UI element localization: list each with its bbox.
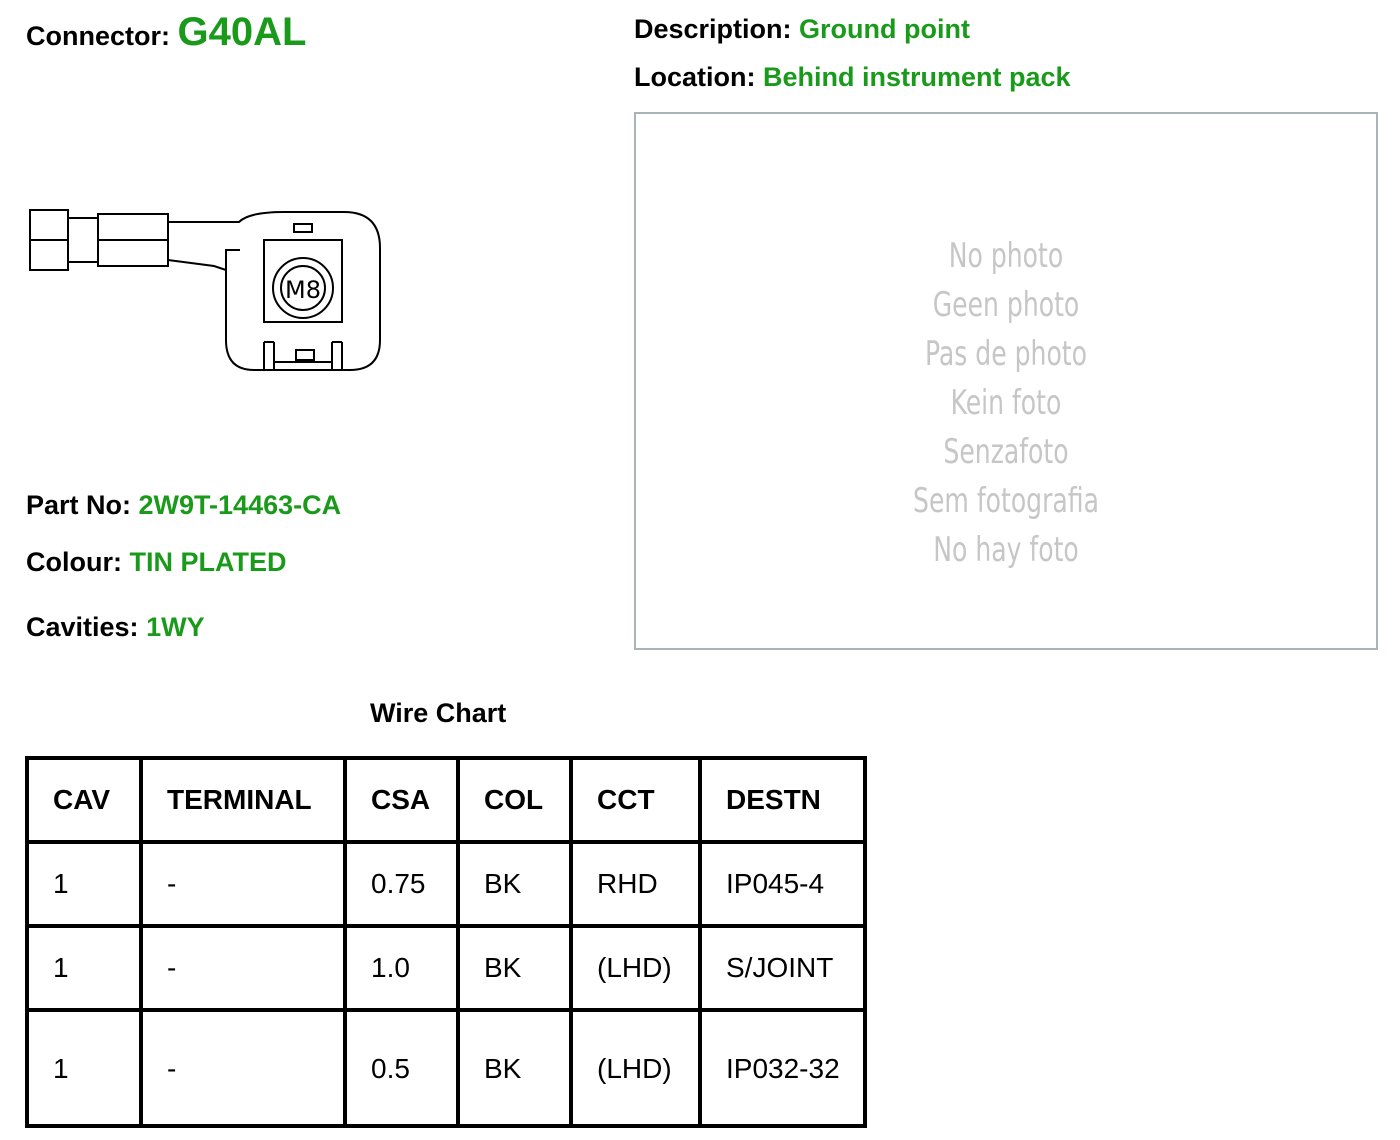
part-number-label: Part No: xyxy=(26,490,132,520)
cell-terminal: - xyxy=(139,924,347,1012)
stud-ring-inner xyxy=(280,265,326,311)
no-photo-line: Kein foto xyxy=(950,383,1062,423)
table-row: 1 - 1.0 BK (LHD) S/JOINT xyxy=(25,924,867,1012)
photo-placeholder: No photo Geen photo Pas de photo Kein fo… xyxy=(634,112,1378,650)
no-photo-line: Geen photo xyxy=(932,285,1080,325)
part-number-value: 2W9T-14463-CA xyxy=(138,490,342,520)
table-header-row: CAV TERMINAL CSA COL CCT DESTN xyxy=(25,756,867,844)
stud-ring-outer xyxy=(272,257,334,319)
cell-cct: RHD xyxy=(569,840,702,928)
stud-size-label: M8 xyxy=(285,276,321,304)
column-header-cav: CAV xyxy=(25,756,143,844)
cell-csa: 0.75 xyxy=(343,840,460,928)
table-row: 1 - 0.5 BK (LHD) IP032-32 xyxy=(25,1008,867,1128)
column-header-cct: CCT xyxy=(569,756,702,844)
column-header-csa: CSA xyxy=(343,756,460,844)
cell-cav: 1 xyxy=(25,1008,143,1128)
description-value: Ground point xyxy=(799,14,970,44)
connector-field: Connector: G40AL xyxy=(26,10,306,55)
cell-destn: IP032-32 xyxy=(698,1008,867,1128)
cell-csa: 0.5 xyxy=(343,1008,460,1128)
column-header-terminal: TERMINAL xyxy=(139,756,347,844)
cell-destn: S/JOINT xyxy=(698,924,867,1012)
column-header-destn: DESTN xyxy=(698,756,867,844)
description-field: Description: Ground point xyxy=(634,14,970,45)
location-label: Location: xyxy=(634,62,756,92)
cell-terminal: - xyxy=(139,1008,347,1128)
connector-label: Connector: xyxy=(26,21,170,51)
ground-terminal-diagram: M8 xyxy=(29,209,381,371)
cavities-value: 1WY xyxy=(146,612,205,642)
column-header-col: COL xyxy=(456,756,573,844)
no-photo-text: No photo Geen photo Pas de photo Kein fo… xyxy=(636,232,1376,575)
no-photo-line: Pas de photo xyxy=(925,334,1087,374)
cell-terminal: - xyxy=(139,840,347,928)
wire-chart-title: Wire Chart xyxy=(370,698,507,728)
location-field: Location: Behind instrument pack xyxy=(634,62,1071,93)
no-photo-line: Senzafoto xyxy=(943,432,1069,472)
cell-col: BK xyxy=(456,840,573,928)
cell-cav: 1 xyxy=(25,840,143,928)
description-label: Description: xyxy=(634,14,792,44)
cell-col: BK xyxy=(456,924,573,1012)
no-photo-line: Sem fotografia xyxy=(913,481,1099,521)
stud-mount xyxy=(263,239,343,323)
terminal-outline xyxy=(167,211,381,371)
cell-cav: 1 xyxy=(25,924,143,1012)
cell-cct: (LHD) xyxy=(569,924,702,1012)
wire-chart-table: CAV TERMINAL CSA COL CCT DESTN 1 - 0.75 … xyxy=(25,756,867,1128)
location-value: Behind instrument pack xyxy=(763,62,1071,92)
colour-value: TIN PLATED xyxy=(129,547,287,577)
cell-csa: 1.0 xyxy=(343,924,460,1012)
cell-destn: IP045-4 xyxy=(698,840,867,928)
cell-cct: (LHD) xyxy=(569,1008,702,1128)
cavities-field: Cavities: 1WY xyxy=(26,612,205,643)
colour-label: Colour: xyxy=(26,547,122,577)
connector-value: G40AL xyxy=(177,10,307,54)
no-photo-line: No hay foto xyxy=(933,530,1079,570)
colour-field: Colour: TIN PLATED xyxy=(26,547,287,578)
cell-col: BK xyxy=(456,1008,573,1128)
table-row: 1 - 0.75 BK RHD IP045-4 xyxy=(25,840,867,928)
part-number-field: Part No: 2W9T-14463-CA xyxy=(26,490,341,521)
no-photo-line: No photo xyxy=(948,236,1064,276)
cavities-label: Cavities: xyxy=(26,612,139,642)
